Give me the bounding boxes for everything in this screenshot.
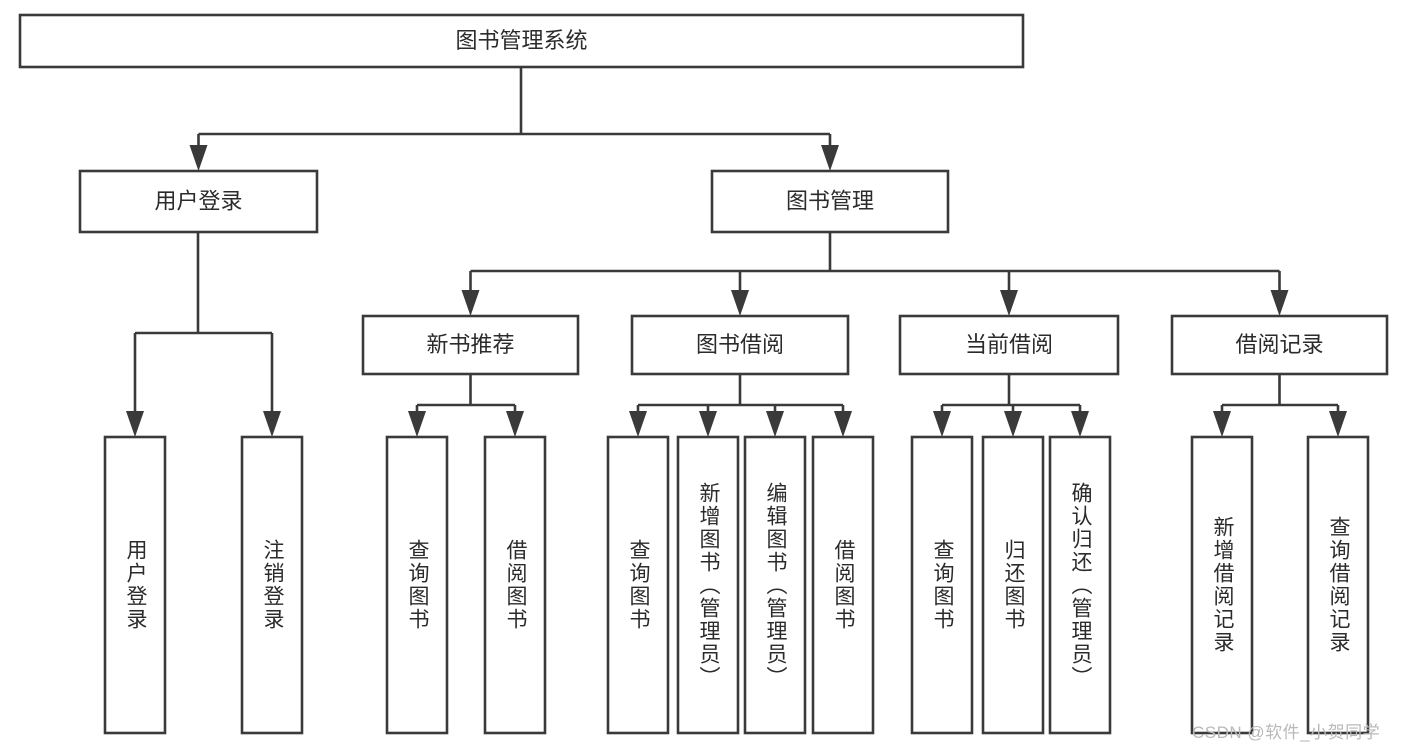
arrow-head-icon bbox=[263, 411, 281, 437]
node-leaf-borrow-book-bor-rect[interactable] bbox=[811, 435, 875, 735]
node-leaf-add-record-rect[interactable] bbox=[1190, 435, 1254, 735]
arrow-head-icon bbox=[731, 290, 749, 316]
node-leaf-user-login[interactable] bbox=[103, 435, 167, 735]
node-user-login-label: 用户登录 bbox=[154, 188, 242, 213]
node-current-borrow-rect[interactable] bbox=[898, 314, 1120, 376]
node-book-borrow[interactable] bbox=[630, 314, 850, 376]
node-leaf-borrow-book-rec-rect[interactable] bbox=[483, 435, 547, 735]
csdn-watermark: CSDN @软件_小贺同学 bbox=[1192, 723, 1381, 742]
node-current-borrow-label: 当前借阅 bbox=[965, 332, 1053, 357]
arrow-head-icon bbox=[766, 411, 784, 437]
arrow-head-icon bbox=[1004, 411, 1022, 437]
arrow-head-icon bbox=[629, 411, 647, 437]
node-leaf-add-book-rect[interactable] bbox=[676, 435, 740, 735]
arrow-head-icon bbox=[834, 411, 852, 437]
arrow-head-icon bbox=[506, 411, 524, 437]
node-leaf-query-book-cur[interactable] bbox=[910, 435, 974, 735]
node-leaf-query-book-bor-rect[interactable] bbox=[606, 435, 670, 735]
node-leaf-edit-book[interactable] bbox=[743, 435, 807, 735]
arrow-head-icon bbox=[1213, 411, 1231, 437]
node-borrow-record[interactable] bbox=[1170, 314, 1389, 376]
node-new-book-rec-rect[interactable] bbox=[361, 314, 580, 376]
node-leaf-query-record[interactable] bbox=[1306, 435, 1370, 735]
node-leaf-confirm-return[interactable] bbox=[1048, 435, 1112, 735]
node-book-borrow-label: 图书借阅 bbox=[696, 332, 784, 357]
node-current-borrow[interactable] bbox=[898, 314, 1120, 376]
arrow-head-icon bbox=[933, 411, 951, 437]
arrow-head-icon bbox=[1329, 411, 1347, 437]
node-book-manage-rect[interactable] bbox=[710, 169, 950, 234]
node-leaf-add-book[interactable] bbox=[676, 435, 740, 735]
arrow-head-icon bbox=[461, 290, 480, 316]
arrow-head-icon bbox=[1000, 290, 1018, 316]
node-new-book-rec-label: 新书推荐 bbox=[426, 332, 514, 357]
node-leaf-query-book-bor[interactable] bbox=[606, 435, 670, 735]
node-borrow-record-rect[interactable] bbox=[1170, 314, 1389, 376]
arrow-head-icon bbox=[189, 145, 208, 171]
node-root[interactable] bbox=[18, 13, 1025, 69]
node-leaf-query-book-rec[interactable] bbox=[385, 435, 449, 735]
node-borrow-record-label: 借阅记录 bbox=[1235, 332, 1323, 357]
node-leaf-return-book-rect[interactable] bbox=[981, 435, 1045, 735]
node-root-rect[interactable] bbox=[18, 13, 1025, 69]
node-box-layer bbox=[18, 13, 1389, 735]
node-leaf-add-record[interactable] bbox=[1190, 435, 1254, 735]
node-user-login-rect[interactable] bbox=[78, 169, 319, 234]
arrow-head-icon bbox=[1270, 290, 1289, 316]
node-leaf-edit-book-rect[interactable] bbox=[743, 435, 807, 735]
arrow-head-icon bbox=[699, 411, 717, 437]
arrow-head-icon bbox=[1071, 411, 1089, 437]
node-leaf-logout-rect[interactable] bbox=[240, 435, 304, 735]
connector-layer bbox=[126, 67, 1347, 437]
node-leaf-confirm-return-rect[interactable] bbox=[1048, 435, 1112, 735]
arrow-head-icon bbox=[408, 411, 426, 437]
node-book-manage-label: 图书管理 bbox=[786, 188, 874, 213]
node-leaf-query-book-rec-rect[interactable] bbox=[385, 435, 449, 735]
node-book-manage[interactable] bbox=[710, 169, 950, 234]
arrow-head-icon bbox=[126, 411, 144, 437]
node-user-login[interactable] bbox=[78, 169, 319, 234]
node-leaf-user-login-rect[interactable] bbox=[103, 435, 167, 735]
node-leaf-logout[interactable] bbox=[240, 435, 304, 735]
node-leaf-query-record-rect[interactable] bbox=[1306, 435, 1370, 735]
node-new-book-rec[interactable] bbox=[361, 314, 580, 376]
node-leaf-return-book[interactable] bbox=[981, 435, 1045, 735]
node-book-borrow-rect[interactable] bbox=[630, 314, 850, 376]
node-root-label: 图书管理系统 bbox=[455, 28, 587, 53]
arrow-head-icon bbox=[821, 145, 839, 171]
node-leaf-borrow-book-bor[interactable] bbox=[811, 435, 875, 735]
node-leaf-query-book-cur-rect[interactable] bbox=[910, 435, 974, 735]
node-leaf-borrow-book-rec[interactable] bbox=[483, 435, 547, 735]
